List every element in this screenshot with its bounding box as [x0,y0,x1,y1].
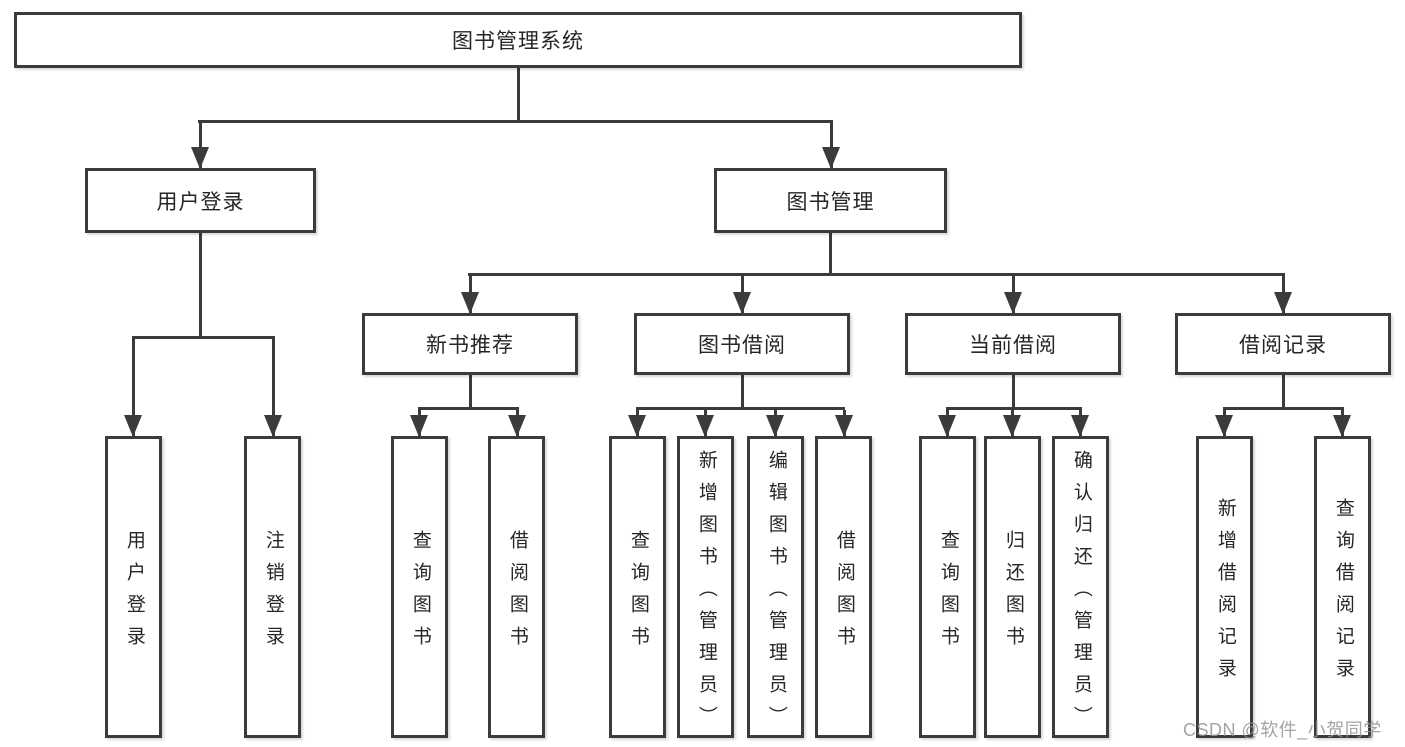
node-label: 借阅记录 [1239,334,1327,357]
connector-current-borrow-stem [1011,375,1015,410]
connector-records-stem [1281,375,1285,410]
node-borrow-records: 借阅记录 [1175,313,1391,375]
leaf-label: 查询图书 [627,529,649,658]
leaf-user-login: 用户登录 [105,436,162,738]
node-book-management: 图书管理 [714,168,947,233]
connector-new-rec-stem [468,375,472,410]
node-library-management-system: 图书管理系统 [14,12,1022,68]
leaf-label: 查询图书 [409,529,431,658]
leaf-label: 确认归还（管理员） [1070,449,1092,738]
leaf-query-books-recommend: 查询图书 [391,436,448,738]
node-label: 图书管理系统 [452,30,584,53]
leaf-label: 新增借阅记录 [1214,497,1236,690]
leaf-label: 查询图书 [937,529,959,658]
leaf-query-books-current: 查询图书 [919,436,976,738]
leaf-edit-book-admin: 编辑图书（管理员） [747,436,804,738]
connector-book-borrow-stem [740,375,744,410]
connector-user-login-hline [132,336,275,339]
connector-current-borrow-hline [946,407,1082,410]
leaf-add-book-admin: 新增图书（管理员） [677,436,734,738]
node-new-book-recommend: 新书推荐 [362,313,578,375]
leaf-label: 查询借阅记录 [1332,497,1354,690]
node-label: 用户登录 [156,190,245,214]
leaf-label: 归还图书 [1002,529,1024,658]
leaf-borrow-book: 借阅图书 [815,436,872,738]
node-current-borrow: 当前借阅 [905,313,1121,375]
node-user-login: 用户登录 [85,168,316,233]
leaf-borrow-book-recommend: 借阅图书 [488,436,545,738]
node-label: 图书借阅 [698,334,786,357]
node-label: 当前借阅 [969,334,1057,357]
connector-book-borrow-hline [636,407,845,410]
leaf-query-borrow-record: 查询借阅记录 [1314,436,1371,738]
leaf-add-borrow-record: 新增借阅记录 [1196,436,1253,738]
leaf-logout: 注销登录 [244,436,301,738]
leaf-query-books-borrow: 查询图书 [609,436,666,738]
leaf-label: 借阅图书 [506,529,528,658]
leaf-label: 注销登录 [262,529,284,658]
connector-level2-hline [198,120,833,123]
node-label: 新书推荐 [426,334,514,357]
leaf-return-book: 归还图书 [984,436,1041,738]
node-label: 图书管理 [786,190,875,214]
leaf-confirm-return-admin: 确认归还（管理员） [1052,436,1109,738]
connector-book-mgmt-stem [828,233,832,276]
connector-user-login-stem [198,233,202,339]
leaf-label: 编辑图书（管理员） [765,449,787,738]
connector-root-stem [516,68,520,123]
leaf-label: 新增图书（管理员） [695,449,717,738]
connector-new-rec-hline [418,407,519,410]
leaf-label: 用户登录 [123,529,145,658]
leaf-label: 借阅图书 [833,529,855,658]
csdn-watermark: CSDN @软件_小贺同学 [1183,720,1382,740]
connector-records-hline [1223,407,1344,410]
node-book-borrow: 图书借阅 [634,313,850,375]
connector-level3-hline [468,273,1285,276]
